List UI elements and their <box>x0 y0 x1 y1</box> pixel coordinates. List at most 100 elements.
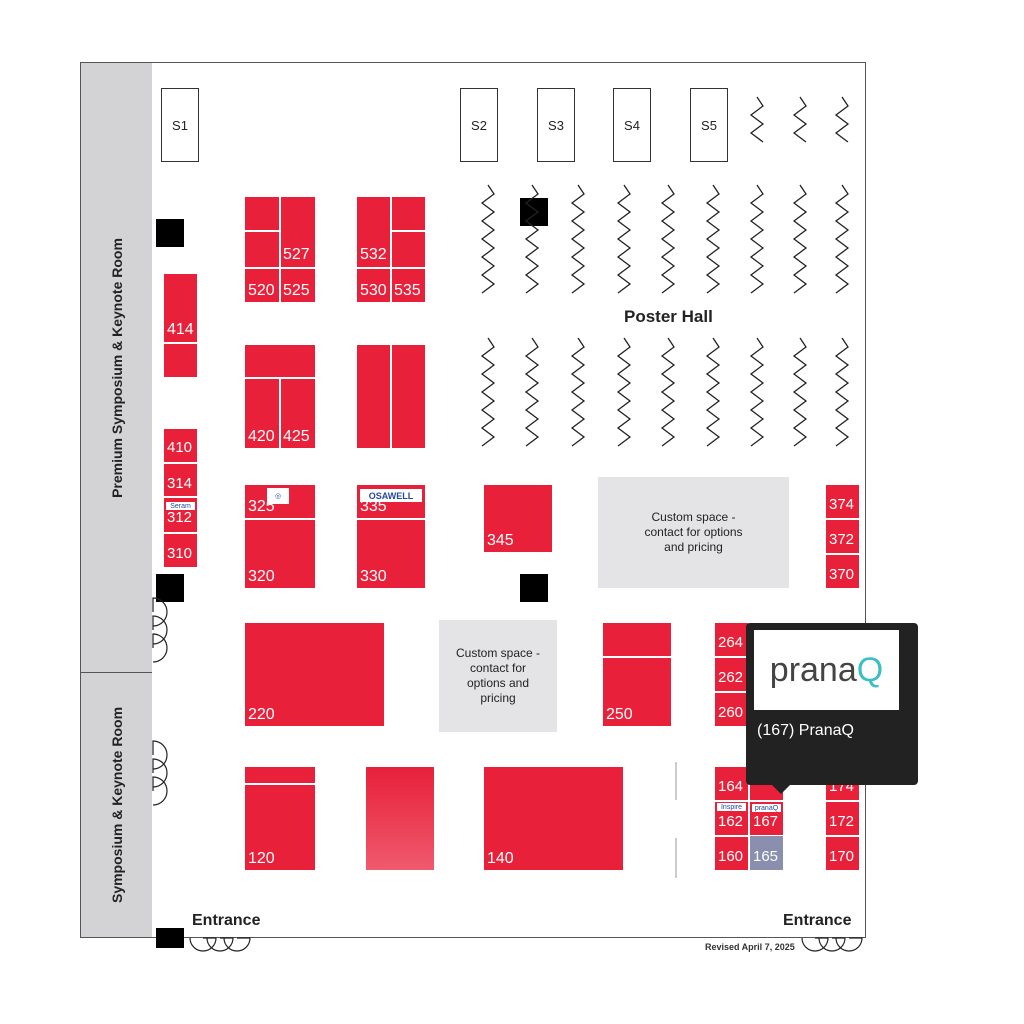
poster-board <box>570 337 586 447</box>
premium-symposium-room[interactable]: Premium Symposium & Keynote Room <box>80 62 153 673</box>
booth-number: 414 <box>167 321 194 338</box>
door-arc <box>835 937 863 952</box>
booth-column-310[interactable]: 410 314 Seram 312 310 <box>164 429 197 567</box>
pillar <box>520 574 548 602</box>
entrance-label-right: Entrance <box>783 912 852 929</box>
poster-board <box>480 337 496 447</box>
stage-s2[interactable]: S2 <box>460 88 498 162</box>
logo-text: OSAWELL <box>368 490 414 501</box>
tooltip-caption: (167) PranaQ <box>757 722 854 739</box>
booth-block-320[interactable]: ◎ 325 320 <box>245 485 315 588</box>
stage-label: S2 <box>471 117 487 133</box>
booth-number: 262 <box>718 669 744 686</box>
booth-number: 372 <box>829 531 855 548</box>
booth-number: 374 <box>829 496 855 513</box>
stage-label: S3 <box>548 117 564 133</box>
booth-345[interactable]: 345 <box>484 485 552 552</box>
booth-number: 330 <box>360 568 387 585</box>
booth-number: 264 <box>718 634 744 651</box>
door-arc <box>223 937 251 952</box>
poster-board <box>749 184 765 294</box>
booth-number: 165 <box>753 848 779 865</box>
poster-board <box>480 184 496 294</box>
booth-250[interactable]: 250 <box>603 623 671 726</box>
stage-s5[interactable]: S5 <box>690 88 728 162</box>
booth-block-330[interactable]: OSAWELL 335 330 <box>357 485 425 588</box>
booth-number: 314 <box>167 475 193 492</box>
booth-number: 335 <box>360 498 387 515</box>
booth-140[interactable]: 140 <box>484 767 623 870</box>
booth-414[interactable]: 414 <box>164 274 197 377</box>
door-arc <box>189 937 217 952</box>
tooltip-arrow <box>772 785 790 794</box>
booth-number: 370 <box>829 566 855 583</box>
seram-logo: Seram <box>166 502 195 510</box>
stage-label: S5 <box>701 117 717 133</box>
poster-board <box>792 337 808 447</box>
stage-s1[interactable]: S1 <box>161 88 199 162</box>
booth-column-260[interactable]: 264 262 260 <box>715 623 748 726</box>
booth-number: 525 <box>283 282 310 299</box>
booth-220[interactable]: 220 <box>245 623 384 726</box>
poster-board <box>660 184 676 294</box>
booth-block-520[interactable]: 527 520 525 <box>245 197 315 302</box>
booth-number: 312 <box>167 509 193 526</box>
booth-number: 345 <box>487 532 514 549</box>
custom-space-main[interactable]: Custom space - contact for options and p… <box>439 620 557 732</box>
pillar <box>156 928 184 948</box>
logo-text: Inspire <box>720 803 742 811</box>
booth-number: 167 <box>753 813 779 830</box>
stage-s3[interactable]: S3 <box>537 88 575 162</box>
poster-board <box>705 184 721 294</box>
entrance-label-left: Entrance <box>192 912 261 929</box>
booth-block-530[interactable]: 532 530 535 <box>357 197 425 302</box>
door-arc <box>152 776 168 806</box>
poster-board <box>524 184 540 294</box>
poster-board <box>660 337 676 447</box>
booth-number: 164 <box>718 778 744 795</box>
door-arc <box>152 615 168 645</box>
pillar <box>156 574 184 602</box>
booth-number: 310 <box>167 545 193 562</box>
booth-block-420[interactable]: 420 425 <box>245 345 315 448</box>
stage-label: S1 <box>172 117 188 133</box>
poster-board <box>749 96 765 143</box>
booth-number: 535 <box>394 282 421 299</box>
booth-number: 425 <box>283 428 310 445</box>
booth-120[interactable]: 120 <box>245 767 315 870</box>
booth-number: 250 <box>606 706 633 723</box>
poster-board <box>834 184 850 294</box>
booth-number: 520 <box>248 282 275 299</box>
poster-board <box>616 337 632 447</box>
poster-board <box>616 184 632 294</box>
door-arc <box>152 758 168 788</box>
stage-s4[interactable]: S4 <box>613 88 651 162</box>
booth-column-160[interactable]: Inspire 164 162 160 <box>715 767 748 870</box>
custom-space-text: Custom space - contact for options and p… <box>644 510 743 554</box>
custom-space-poster[interactable]: Custom space - contact for options and p… <box>598 477 789 588</box>
revised-date: Revised April 7, 2025 <box>705 942 795 952</box>
booth-number: 172 <box>829 813 855 830</box>
booth-number: 170 <box>829 848 855 865</box>
poster-board <box>570 184 586 294</box>
poster-board <box>705 337 721 447</box>
booth-number: 325 <box>248 498 275 515</box>
door-arc <box>152 597 168 627</box>
pranaq-small-logo: pranaQ <box>752 804 781 812</box>
booth-block-430[interactable] <box>357 345 425 448</box>
booth-165[interactable]: 165 <box>750 836 783 870</box>
booth-number: 260 <box>718 704 744 721</box>
booth-column-370[interactable]: 374 372 370 <box>826 485 859 588</box>
exhibitor-logo: ◎ <box>267 488 289 504</box>
pillar <box>520 198 548 226</box>
booth-number: 410 <box>167 439 193 456</box>
booth-number: 532 <box>360 246 387 263</box>
symposium-room[interactable]: Symposium & Keynote Room <box>80 672 153 938</box>
booth-130[interactable] <box>366 767 434 870</box>
poster-board <box>834 337 850 447</box>
poster-hall-label: Poster Hall <box>624 307 713 326</box>
booth-number: 140 <box>487 850 514 867</box>
booth-number: 530 <box>360 282 387 299</box>
